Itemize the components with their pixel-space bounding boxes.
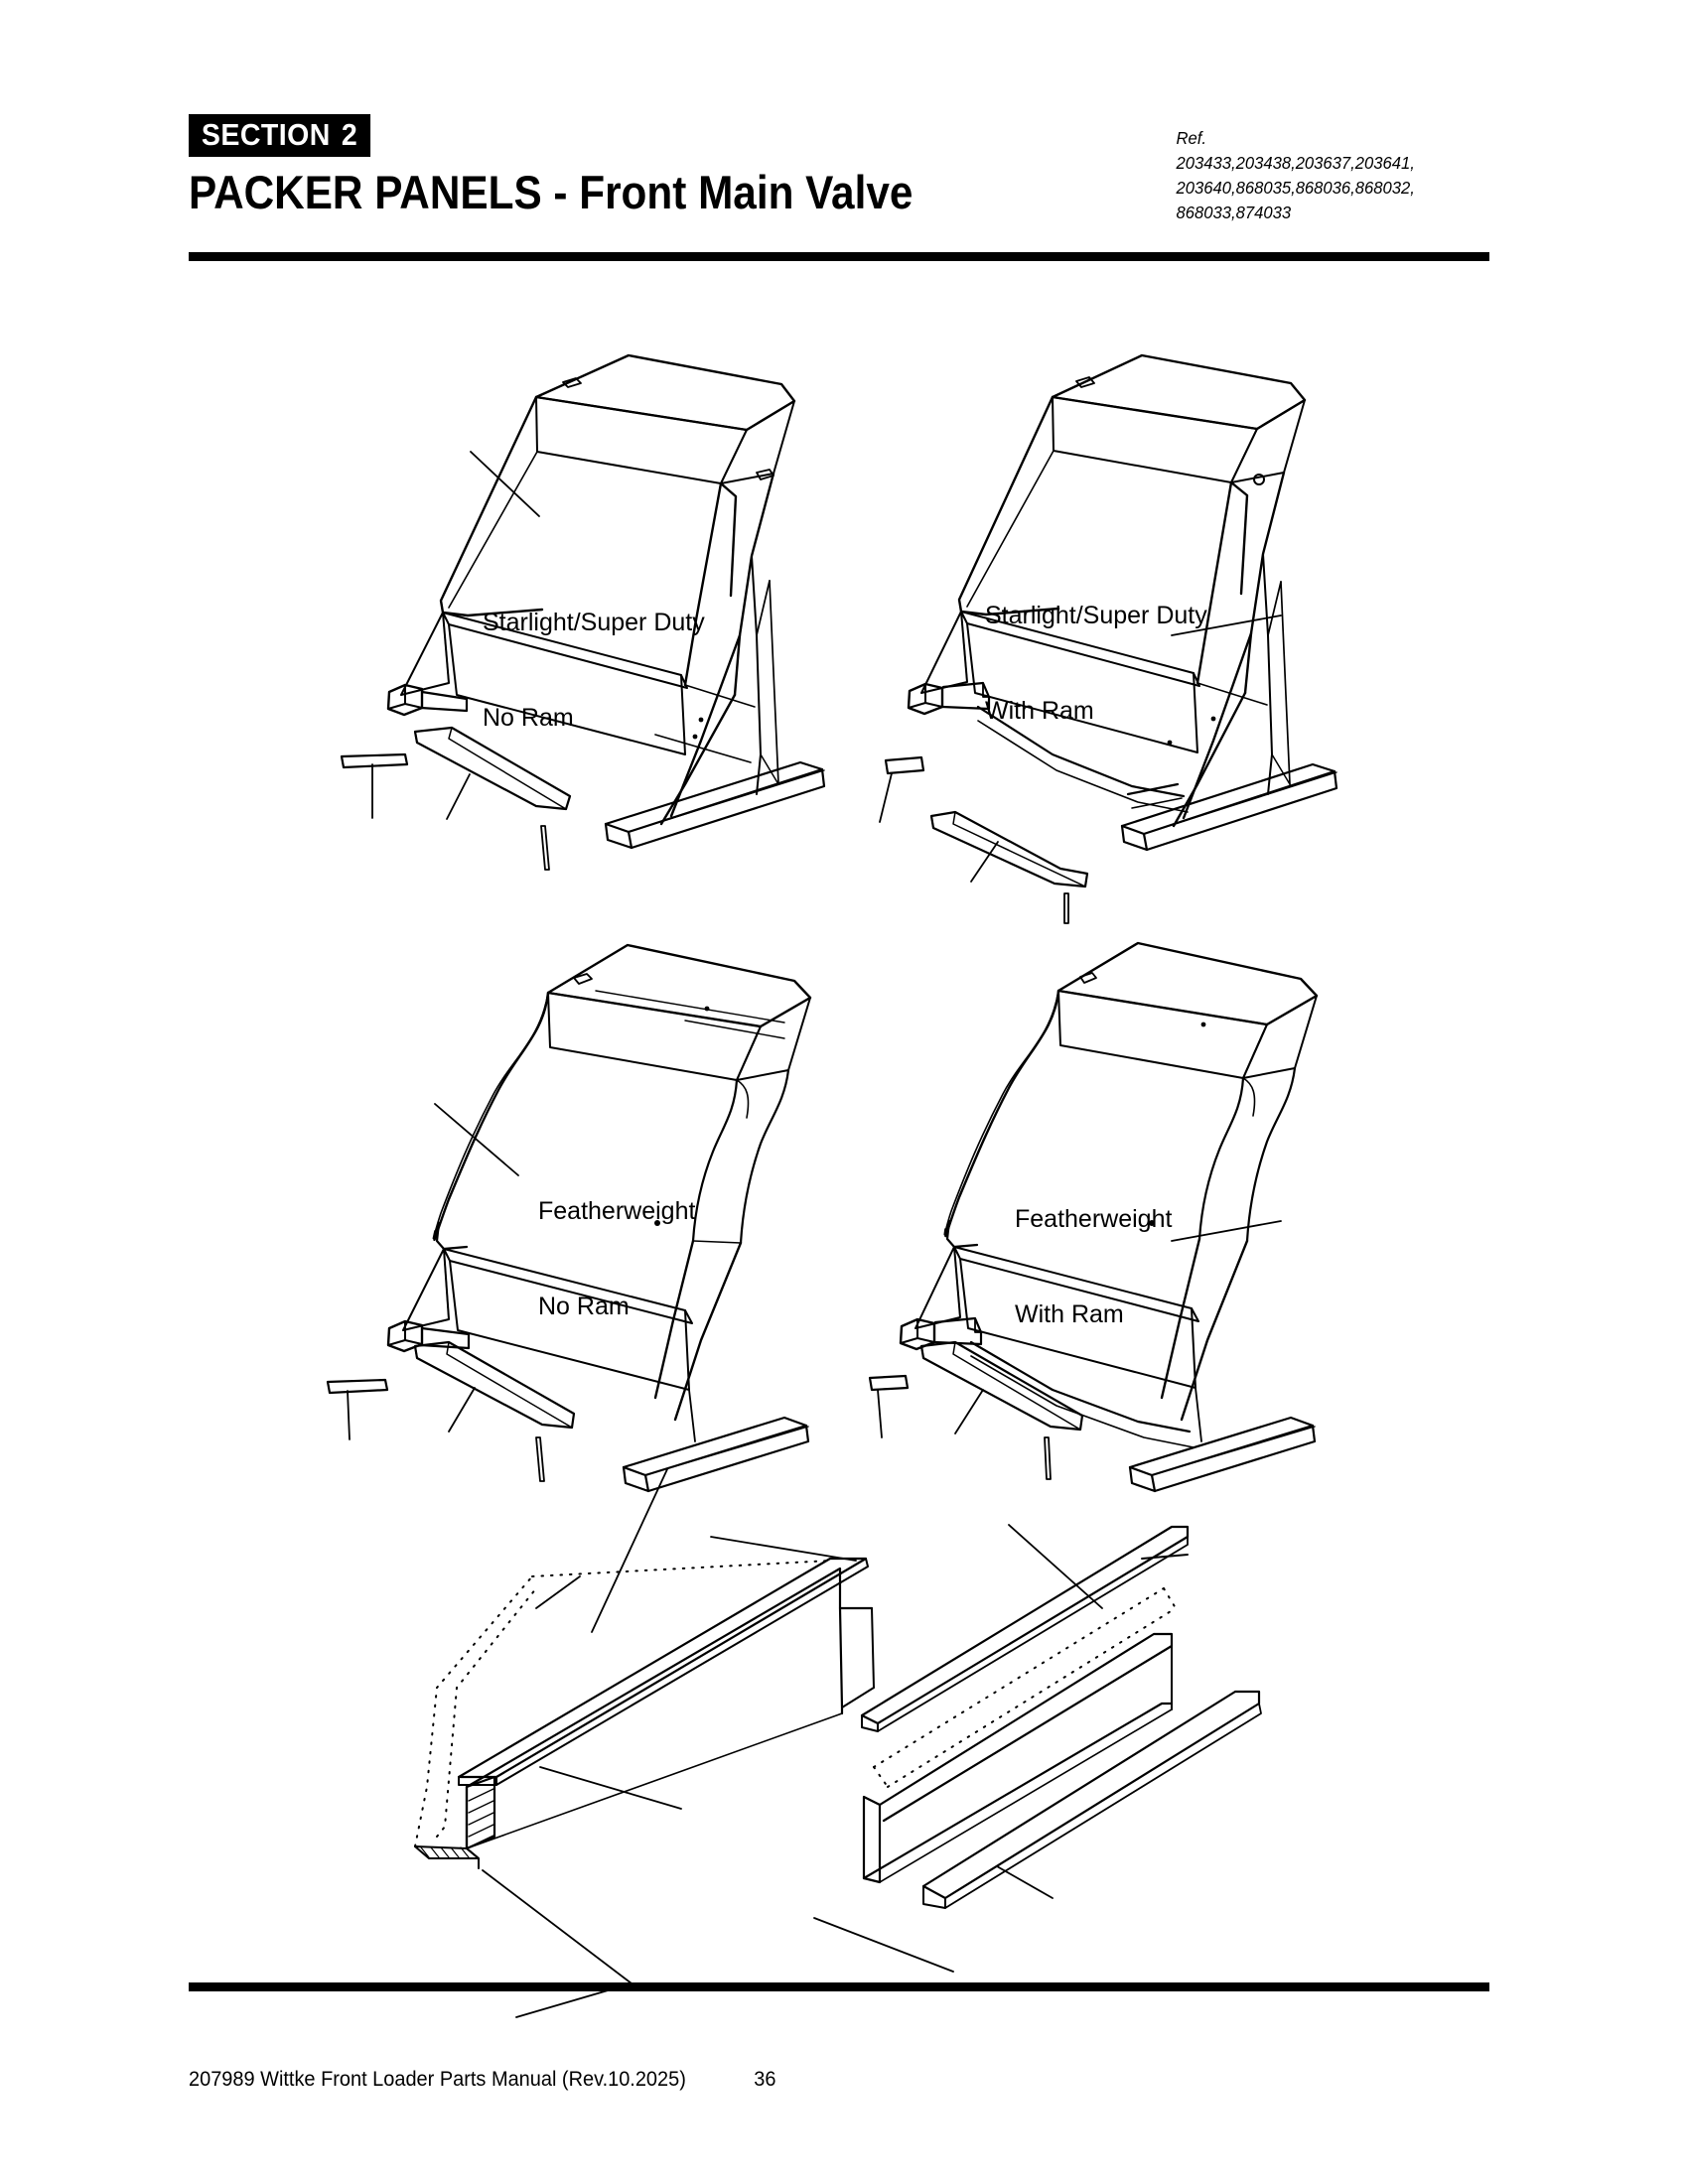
- figure-rail-profiles-detail: [414, 1468, 1262, 2018]
- figure-label-line1: Starlight/Super Duty: [985, 602, 1207, 629]
- reference-numbers-block: Ref. 203433,203438,203637,203641, 203640…: [1177, 126, 1488, 224]
- footer-page-number: 36: [754, 2068, 776, 2091]
- figure-label-line2: With Ram: [1015, 1300, 1124, 1328]
- reference-line: 868033,874033: [1176, 202, 1292, 222]
- figure-label-line1: Featherweight: [538, 1197, 696, 1225]
- figure-starlight-with-ram: [879, 353, 1338, 924]
- figure-featherweight-with-ram: [868, 941, 1319, 1493]
- page-header: SECTION 2 PACKER PANELS - Front Main Valv…: [189, 114, 1489, 273]
- figure-label-featherweight-no-ram: Featherweight No Ram: [538, 1132, 695, 1386]
- reference-label: Ref.: [1176, 128, 1207, 148]
- footer-divider-rule: [189, 1982, 1489, 1991]
- reference-line: 203640,868035,868036,868032,: [1176, 177, 1415, 198]
- page-footer: 207989 Wittke Front Loader Parts Manual …: [189, 2068, 1425, 2092]
- figure-label-line2: With Ram: [985, 697, 1094, 725]
- figure-label-starlight-no-ram: Starlight/Super Duty No Ram: [483, 543, 705, 797]
- section-badge: SECTION 2: [189, 114, 371, 157]
- section-badge-number: 2: [341, 117, 358, 152]
- figure-label-line2: No Ram: [483, 704, 574, 732]
- figure-label-starlight-with-ram: Starlight/Super Duty With Ram: [985, 536, 1207, 790]
- figure-label-line1: Featherweight: [1015, 1205, 1173, 1233]
- reference-line: 203433,203438,203637,203641,: [1176, 152, 1415, 173]
- figure-starlight-no-ram: [340, 353, 826, 871]
- footer-document-title: 207989 Wittke Front Loader Parts Manual …: [189, 2068, 686, 2091]
- figure-label-featherweight-with-ram: Featherweight With Ram: [1015, 1140, 1172, 1394]
- figure-label-line1: Starlight/Super Duty: [483, 609, 705, 636]
- page-title: PACKER PANELS - Front Main Valve: [189, 166, 914, 218]
- section-badge-word: SECTION: [201, 117, 331, 152]
- figure-label-line2: No Ram: [538, 1293, 630, 1320]
- figure-featherweight-no-ram: [326, 943, 812, 1493]
- header-divider-rule: [189, 252, 1489, 261]
